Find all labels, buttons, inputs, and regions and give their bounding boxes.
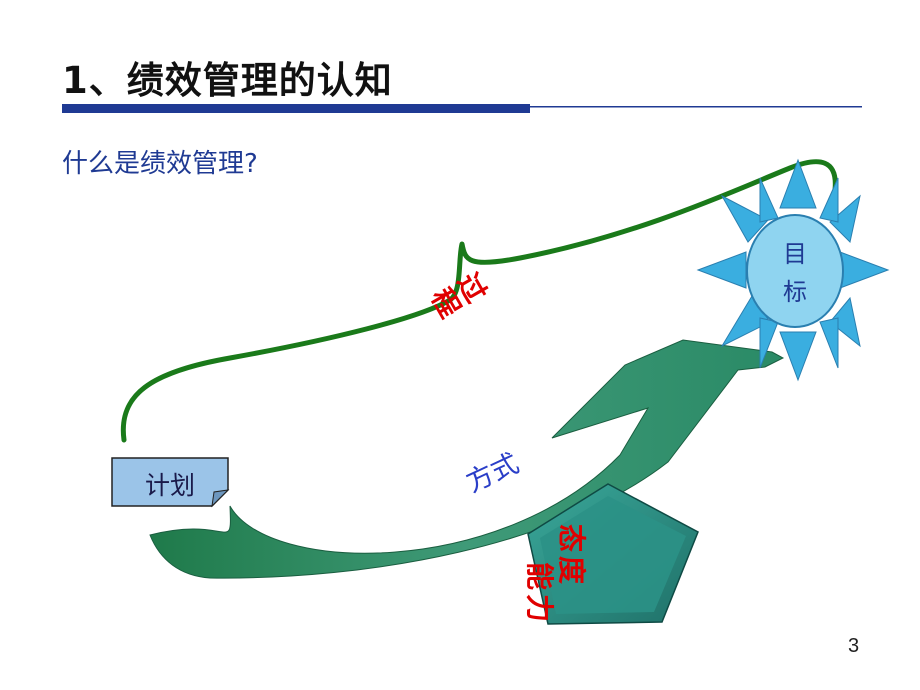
page-number: 3 (848, 635, 860, 657)
goal-sun (696, 158, 890, 382)
goal-label-line2: 标 (783, 278, 807, 306)
slide-subtitle: 什么是绩效管理? (62, 149, 258, 179)
ability-char-1: 能 (523, 562, 556, 590)
method-label: 方式 (462, 448, 524, 499)
plan-label: 计划 (145, 471, 195, 500)
attitude-char-1: 态 (555, 524, 588, 552)
method-arrow (149, 339, 785, 579)
ability-char-2: 力 (523, 594, 556, 622)
plan-box (111, 457, 230, 508)
title-underline (62, 104, 862, 113)
attitude-char-2: 度 (555, 556, 588, 584)
attitude-ability-label: 态 度 能 力 (523, 524, 588, 622)
attitude-ability-pentagon (527, 483, 699, 625)
goal-label-line1: 目 (783, 240, 807, 268)
slide-title: 1、绩效管理的认知 (62, 59, 393, 102)
process-brace (120, 159, 838, 443)
